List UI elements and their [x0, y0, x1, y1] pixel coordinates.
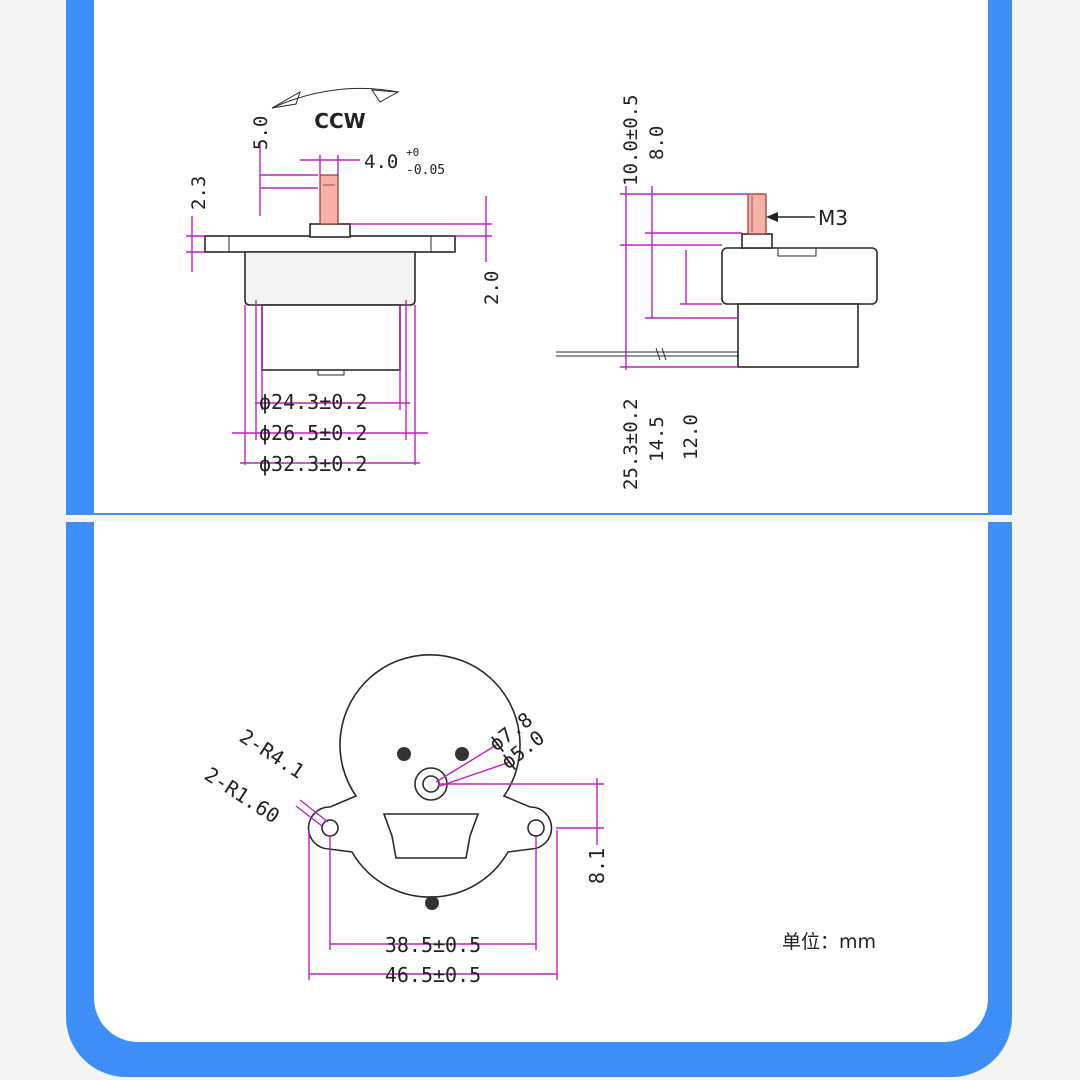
side-motor-can [737, 303, 859, 368]
dim-shaft-flat-tol-lower: -0.05 [406, 163, 445, 178]
dim-offset-label: 8.1 [585, 848, 609, 884]
dim-top-gap-label: 5.0 [250, 116, 272, 150]
dim-hole-r-inner-label: 2-R1.60 [200, 762, 284, 828]
screw-top-left [397, 747, 411, 761]
unit-label: 单位：mm [782, 931, 876, 953]
side-view: M3 10.0±0.5 8.0 25.3±0.2 14.5 12.0 [556, 94, 878, 490]
dim-dia3-label: ϕ32.3±0.2 [259, 452, 367, 476]
dim-dia1-label: ϕ24.3±0.2 [259, 390, 367, 414]
leader-r1-6 [295, 805, 323, 827]
output-shaft [319, 174, 339, 225]
mount-hole-left [321, 819, 339, 837]
screw-top-right [455, 747, 469, 761]
rotation-arc [271, 87, 399, 109]
dim-hole-pitch-label: 38.5±0.5 [385, 933, 481, 957]
gearbox-housing [244, 251, 416, 306]
leader-r4-1 [299, 799, 329, 823]
dim-shaft-flat-tol-upper: +0 [406, 146, 419, 159]
drawing-panel-bottom [94, 522, 988, 1042]
side-shaft-base [741, 233, 773, 249]
front-view: CCW 5.0 4.0 +0 -0.05 2.3 2.0 [186, 87, 503, 476]
mount-hole-right [527, 819, 545, 837]
wire-break [655, 347, 667, 361]
side-shaft [747, 193, 767, 235]
dim-body-b-label: 12.0 [680, 414, 702, 460]
boss-inner [422, 775, 440, 793]
rotation-arrowhead-right [371, 89, 400, 103]
leader-dia-7-8 [435, 743, 499, 783]
dim-shaft-length-label: 10.0±0.5 [620, 94, 642, 186]
dim-shaft-flat-base: 4.0 [364, 151, 398, 173]
mount-flange [204, 235, 456, 253]
shaft-boss [309, 223, 351, 238]
motor-can-tab [317, 369, 345, 376]
bottom-view: 2-R4.1 2-R1.60 ϕ7.8 ϕ5.0 8.1 38.5±0.5 46… [200, 653, 876, 987]
side-top-tab [777, 247, 817, 257]
dim-thread-length-label: 8.0 [646, 126, 668, 160]
rotation-label: CCW [314, 109, 365, 133]
screw-bottom [425, 896, 439, 910]
dim-hole-r-outer-label: 2-R4.1 [235, 724, 309, 783]
thread-label: M3 [818, 206, 848, 230]
leader-dia-5-0 [439, 761, 511, 787]
m3-arrowhead [766, 212, 778, 222]
dim-overall-width-label: 46.5±0.5 [385, 963, 481, 987]
dim-dia2-label: ϕ26.5±0.2 [259, 421, 367, 445]
motor-can [261, 304, 401, 371]
dim-body-a-label: 14.5 [646, 416, 668, 462]
connector-window [382, 813, 480, 859]
dim-flange-thickness-label: 2.3 [188, 176, 210, 210]
rotation-arrowhead-left [271, 90, 301, 109]
dim-boss-height-label: 2.0 [481, 271, 503, 305]
dim-total-height-label: 25.3±0.2 [620, 398, 642, 490]
